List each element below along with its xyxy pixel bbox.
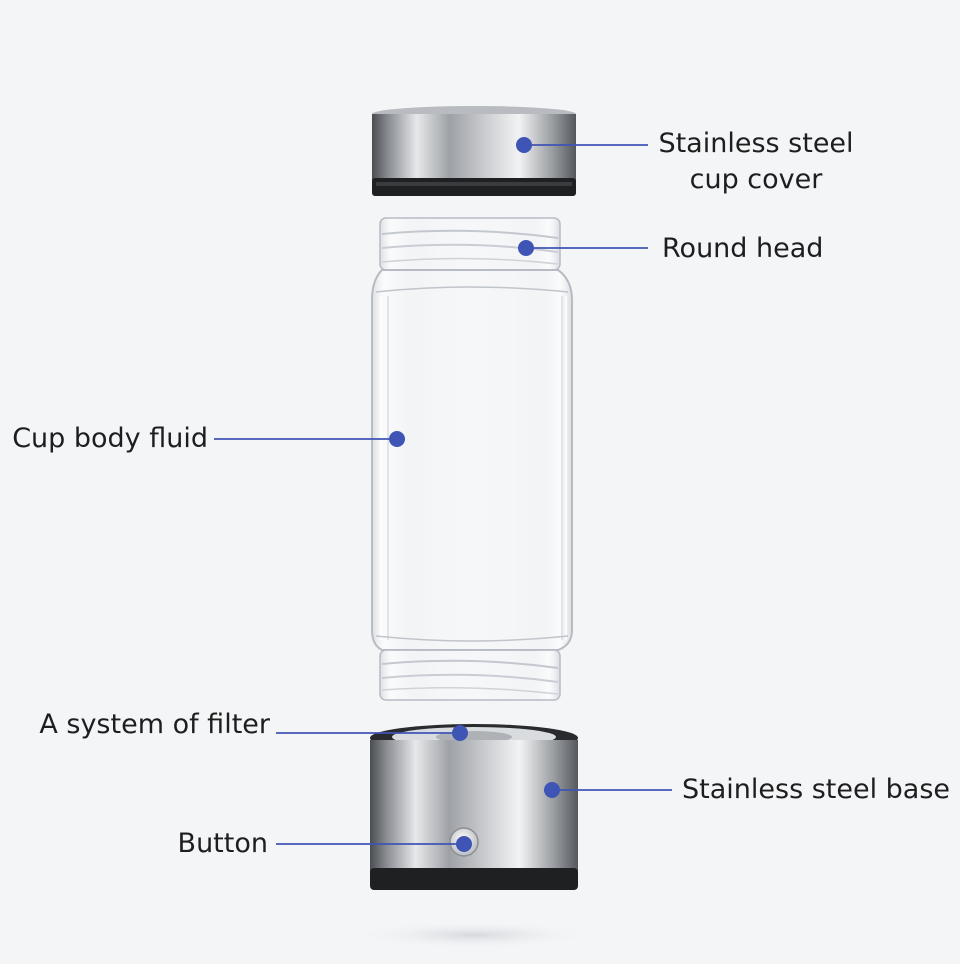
cup-cover-label-line1: Stainless steel	[658, 128, 854, 159]
callout-filter	[276, 725, 468, 741]
bottom-thread	[379, 649, 561, 701]
cup-body	[371, 269, 573, 651]
callout-round-head	[518, 240, 648, 256]
cup-cover-label-line2: cup cover	[689, 164, 823, 195]
cup-body-label: Cup body fluid	[12, 423, 208, 454]
filter-label: A system of filter	[39, 709, 270, 740]
round-head-label: Round head	[662, 233, 824, 264]
callout-base	[544, 782, 672, 798]
cup-cover-label: Stainless steel cup cover	[656, 126, 856, 198]
cup-cover	[372, 106, 576, 196]
callout-button	[276, 836, 472, 852]
callout-cup-body	[214, 431, 405, 447]
button-label: Button	[177, 828, 268, 859]
base-label: Stainless steel base	[682, 774, 951, 805]
steel-base	[354, 724, 594, 949]
callout-cup-cover	[516, 137, 648, 153]
round-head	[379, 217, 561, 271]
